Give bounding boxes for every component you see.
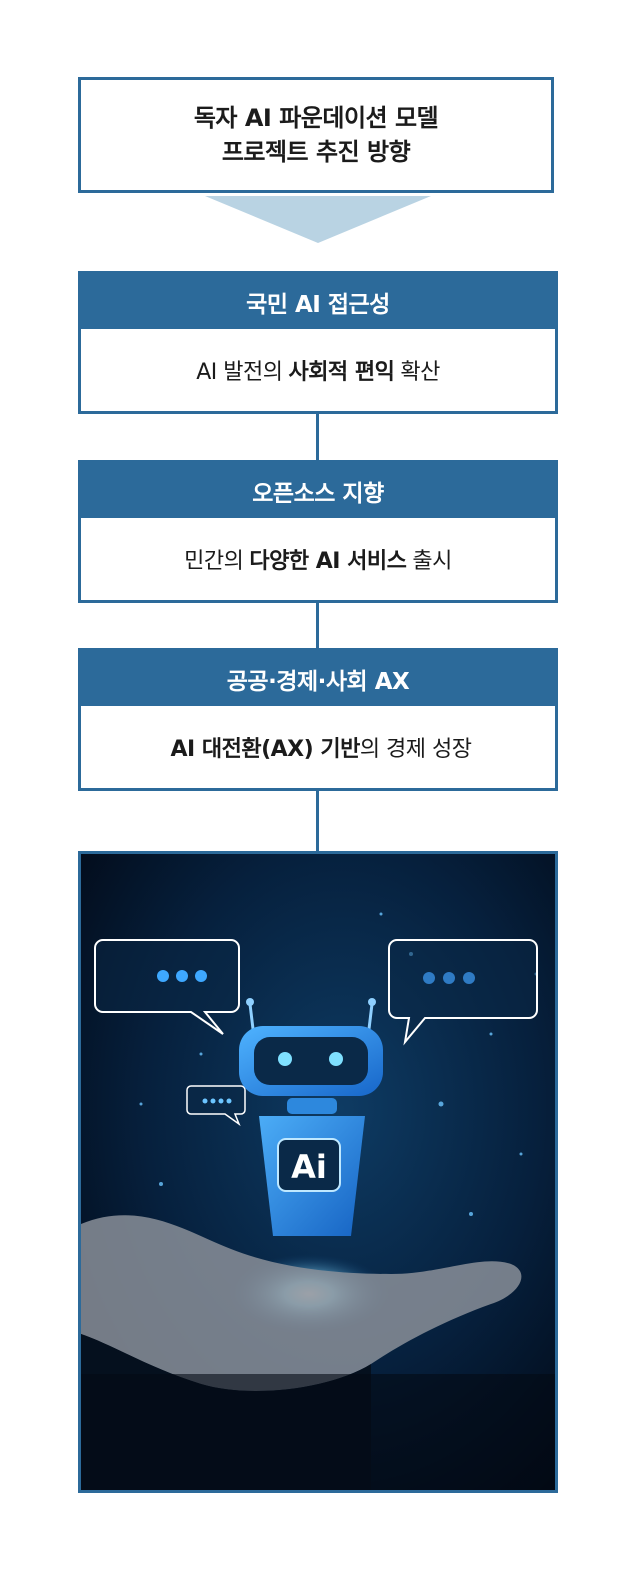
card-body: AI 대전환(AX) 기반 의 경제 성장 bbox=[81, 706, 555, 788]
card-open-source: 오픈소스 지향 민간의 다양한 AI 서비스 출시 bbox=[78, 460, 558, 603]
ai-robot-illustration: Ai bbox=[78, 851, 558, 1493]
card-header: 오픈소스 지향 bbox=[81, 463, 555, 518]
connector-line bbox=[316, 791, 319, 851]
card-text-bold: 사회적 편익 bbox=[288, 360, 395, 385]
card-text-pre: 민간의 bbox=[184, 549, 244, 574]
card-header: 공공·경제·사회 AX bbox=[81, 651, 555, 706]
chat-bubble-icon bbox=[94, 939, 240, 1035]
card-header: 국민 AI 접근성 bbox=[81, 274, 555, 329]
card-ax: 공공·경제·사회 AX AI 대전환(AX) 기반 의 경제 성장 bbox=[78, 648, 558, 791]
robot-label: Ai bbox=[291, 1148, 327, 1186]
card-text-bold: AI 대전환(AX) 기반 bbox=[170, 737, 360, 762]
card-body: AI 발전의 사회적 편익 확산 bbox=[81, 329, 555, 411]
title-line-1: 독자 AI 파운데이션 모델 bbox=[193, 104, 439, 132]
card-text-post: 확산 bbox=[400, 360, 440, 385]
title-box: 독자 AI 파운데이션 모델 프로젝트 추진 방향 bbox=[78, 77, 554, 193]
chat-bubble-icon bbox=[388, 939, 538, 1046]
card-text-post: 의 경제 성장 bbox=[359, 737, 472, 762]
card-body: 민간의 다양한 AI 서비스 출시 bbox=[81, 518, 555, 600]
card-public-access: 국민 AI 접근성 AI 발전의 사회적 편익 확산 bbox=[78, 271, 558, 414]
card-text-bold: 다양한 AI 서비스 bbox=[249, 549, 407, 574]
card-text-post: 출시 bbox=[412, 549, 452, 574]
down-arrow-icon bbox=[205, 196, 431, 243]
illustration-svg: Ai bbox=[81, 854, 555, 1490]
title-line-2: 프로젝트 추진 방향 bbox=[221, 138, 411, 166]
hand-shape bbox=[81, 1215, 522, 1392]
chat-bubble-icon bbox=[186, 1085, 246, 1127]
robot-icon: Ai bbox=[239, 998, 383, 1236]
connector-line bbox=[316, 414, 319, 460]
card-text-pre: AI 발전의 bbox=[196, 360, 283, 385]
connector-line bbox=[316, 603, 319, 648]
